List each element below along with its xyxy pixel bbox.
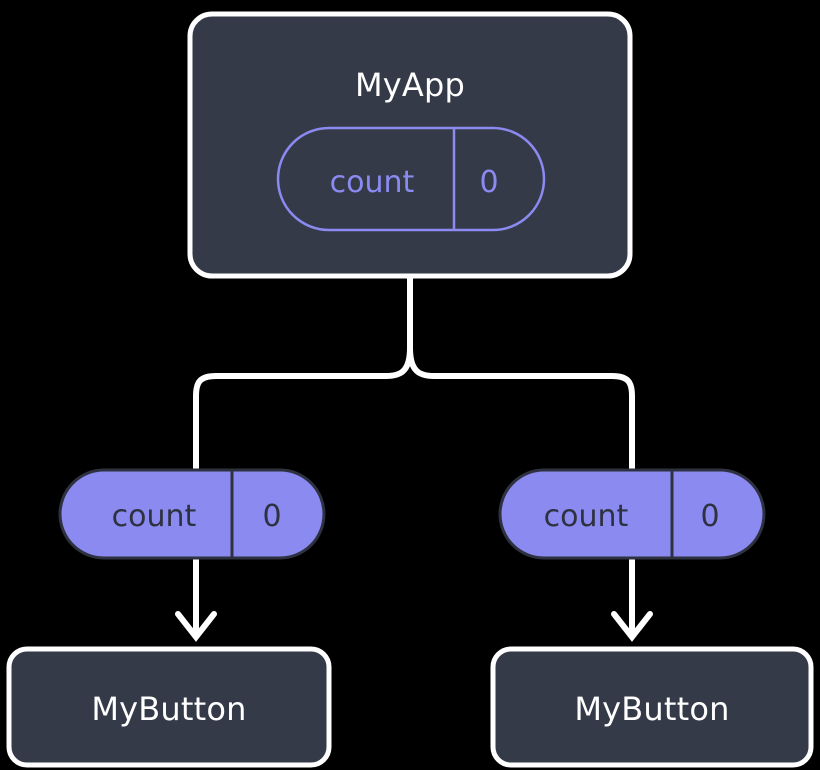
left-branch-pill[interactable]: count 0 bbox=[58, 468, 326, 560]
left-branch-pill-shape[interactable] bbox=[58, 468, 326, 560]
right-branch-pill-shape[interactable] bbox=[498, 468, 766, 560]
left-branch-pill-key: count bbox=[112, 499, 197, 534]
node-mybutton-left[interactable]: MyButton bbox=[6, 646, 332, 768]
myapp-title: MyApp bbox=[355, 66, 465, 104]
connector-group bbox=[175, 278, 653, 642]
arrow-head-right bbox=[611, 611, 653, 642]
myapp-state-pill-value: 0 bbox=[479, 165, 498, 200]
node-myapp[interactable]: MyApp count 0 bbox=[187, 11, 633, 279]
right-branch-pill-value: 0 bbox=[700, 499, 719, 534]
connector-fork-right bbox=[407, 345, 635, 479]
mybutton-left-title: MyButton bbox=[91, 690, 246, 728]
mybutton-left-panel[interactable] bbox=[6, 646, 332, 768]
right-branch-pill[interactable]: count 0 bbox=[498, 468, 766, 560]
myapp-state-pill-shape[interactable] bbox=[276, 126, 546, 232]
myapp-panel[interactable] bbox=[187, 11, 633, 279]
right-branch-pill-key: count bbox=[544, 499, 629, 534]
connector-fork-left bbox=[193, 345, 413, 479]
mybutton-right-panel[interactable] bbox=[490, 646, 814, 768]
arrow-head-left bbox=[175, 611, 217, 642]
node-mybutton-right[interactable]: MyButton bbox=[490, 646, 814, 768]
left-branch-pill-value: 0 bbox=[262, 499, 281, 534]
myapp-state-pill-key: count bbox=[330, 165, 415, 200]
myapp-state-pill[interactable]: count 0 bbox=[276, 126, 546, 232]
mybutton-right-title: MyButton bbox=[574, 690, 729, 728]
